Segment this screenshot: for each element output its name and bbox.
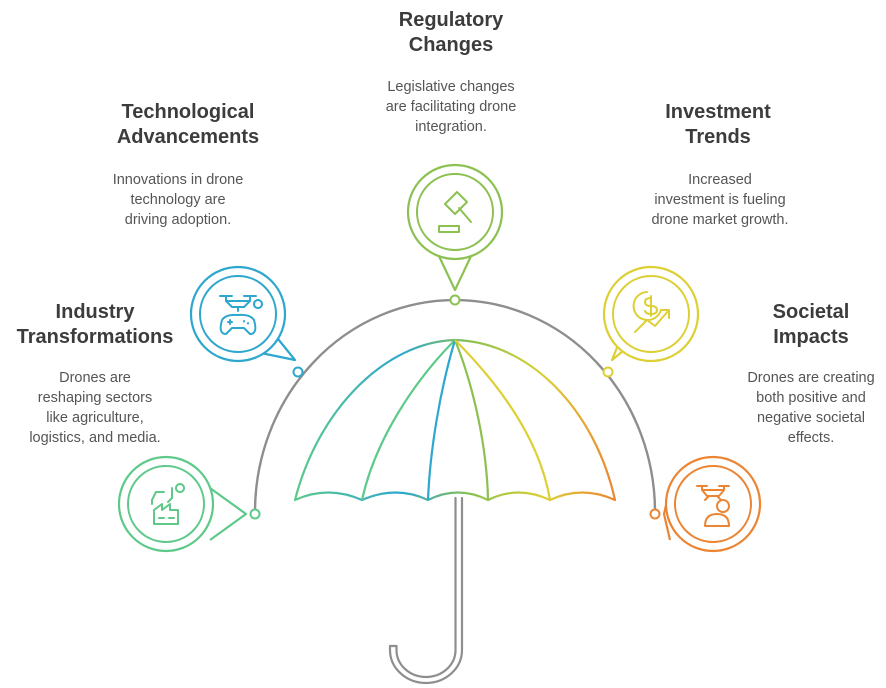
bubble-pointer [437,253,473,292]
regulatory-description: Legislative changes are facilitating dron… [301,77,601,137]
callout-industry [117,455,261,553]
factory-robot-arm-icon [151,483,185,525]
societal-description: Drones are creating both positive and nega… [661,368,886,448]
callout-investment [602,265,700,378]
arc-connector-dot [249,508,261,520]
bubble-pointer [255,333,297,362]
title-line: Trends [685,126,751,148]
title-line: Transformations [16,326,174,348]
title-line: Regulatory [398,9,504,31]
description-line: are facilitating drone [385,99,517,115]
callout-regulatory [406,163,504,306]
bubble-fill [409,166,501,258]
arc-connector-dot [602,366,614,378]
description-line: Innovations in drone [112,172,244,188]
bubble-inner-ring [127,465,205,543]
technology-description: Innovations in drone technology are drivin… [28,170,328,230]
bubble-inner-ring [674,465,752,543]
bubble-inner-ring [612,275,690,353]
description-line: effects. [787,430,835,446]
gavel-icon [438,191,472,233]
umbrella-canopy [293,338,617,502]
title-line: Changes [408,34,494,56]
title-line: Industry [55,301,135,323]
description-line: technology are [130,192,226,208]
industry-description: Drones are reshaping sectors like agricult… [0,368,245,448]
title-line: Technological [121,101,255,123]
bubble-fill [120,458,212,550]
title-line: Advancements [116,126,260,148]
arc-connector-dot [449,294,461,306]
description-line: Increased [688,172,752,188]
dollar-growth-icon [632,291,670,333]
bubble-pointer [209,487,248,541]
arc-connector-dot [649,508,661,520]
description-line: Drones are creating [747,370,875,386]
arc-connector-dot [292,366,304,378]
callout-technology [189,265,304,378]
outer-arc [253,298,657,513]
description-line: drone market growth. [651,212,789,228]
title-line: Investment [665,101,771,123]
description-line: Drones are [59,370,131,386]
description-line: driving adoption. [124,212,232,228]
title-line: Impacts [773,326,849,348]
description-line: like agriculture, [46,410,144,426]
drone-controller-icon [219,295,263,335]
description-line: Legislative changes [387,79,515,95]
description-line: investment is fueling [654,192,786,208]
description-line: integration. [415,119,487,135]
drone-person-icon [696,485,730,527]
umbrella-handle [388,496,464,685]
bubble-inner-ring [416,173,494,251]
bubble-fill [667,458,759,550]
description-line: logistics, and media. [29,430,161,446]
description-line: both positive and [756,390,866,406]
bubble-inner-ring [199,275,277,353]
description-line: reshaping sectors [37,390,153,406]
description-line: negative societal [756,410,865,426]
callout-societal [649,455,762,553]
title-line: Societal [772,301,850,323]
investment-description: Increased investment is fueling drone mark… [570,170,870,230]
